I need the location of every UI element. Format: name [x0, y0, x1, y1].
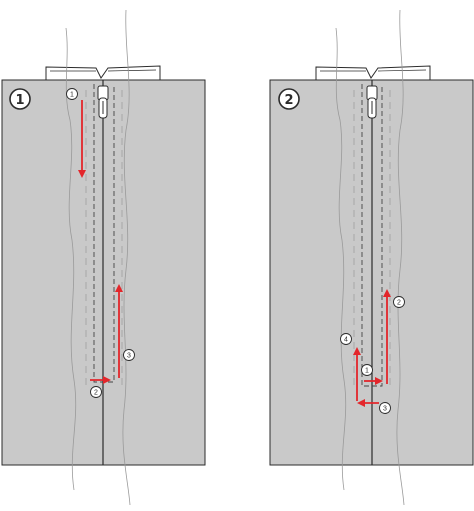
zipper-pull-icon — [97, 85, 109, 119]
marker-2: 2 — [393, 296, 405, 308]
step-label: 1 — [9, 88, 31, 110]
marker-number: 3 — [383, 406, 387, 413]
step-number: 2 — [284, 93, 293, 108]
panel-2: 2 1 2 3 4 — [269, 9, 474, 506]
step-label: 2 — [278, 88, 300, 110]
thread — [396, 9, 405, 506]
panel-1: 1 1 2 3 — [1, 9, 206, 506]
marker-number: 1 — [365, 368, 369, 375]
stitch-line — [361, 84, 383, 387]
zipper-tape-top — [315, 65, 431, 82]
marker-1: 1 — [66, 88, 78, 100]
marker-number: 1 — [70, 92, 74, 99]
step-number: 1 — [15, 93, 24, 108]
marker-4: 4 — [340, 333, 352, 345]
thread — [122, 9, 131, 506]
marker-number: 2 — [94, 390, 98, 397]
marker-1: 1 — [361, 364, 373, 376]
marker-3: 3 — [123, 349, 135, 361]
marker-3: 3 — [379, 402, 391, 414]
zipper-pull-icon — [366, 85, 378, 119]
marker-2: 2 — [90, 386, 102, 398]
marker-number: 4 — [344, 337, 348, 344]
thread — [65, 27, 77, 491]
thread — [335, 27, 347, 491]
marker-number: 2 — [397, 300, 401, 307]
zipper-tape-top — [45, 65, 161, 82]
marker-number: 3 — [127, 353, 131, 360]
